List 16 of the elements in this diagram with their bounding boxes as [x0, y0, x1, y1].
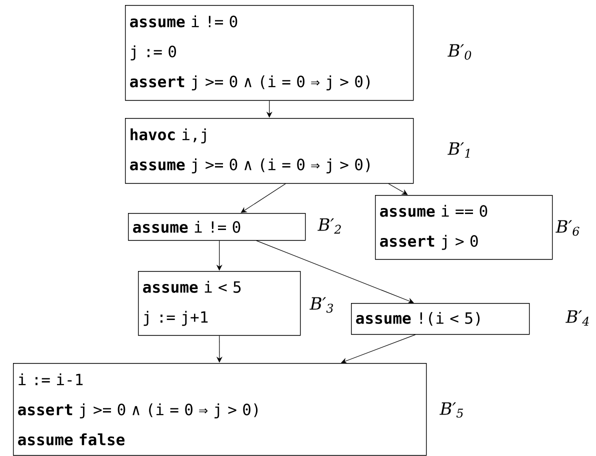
block-label: B′$_{0}$	[448, 44, 472, 60]
code-block: assume i != 0 j := 0 assert j >= 0 ∧ (i = 0 ⇒ j > 0)	[125, 5, 414, 101]
code-block: assume !(i < 5)	[351, 303, 530, 335]
block-label: B′$_{6}$	[556, 220, 580, 236]
code-block: assume i == 0 assert j > 0	[375, 195, 553, 260]
code-block: havoc i,j assume j >= 0 ∧ (i = 0 ⇒ j > 0)	[125, 118, 414, 184]
code-block: assume i < 5 j := j+1	[138, 271, 301, 336]
arrow	[256, 240, 414, 304]
code-block: assume i != 0	[128, 213, 306, 241]
code-block: i := i-1 assert j >= 0 ∧ (i = 0 ⇒ j > 0) assume false	[13, 363, 427, 456]
block-label: B′$_{2}$	[318, 218, 341, 234]
block-label: B′$_{3}$	[310, 297, 333, 313]
block-label: B′$_{4}$	[566, 310, 589, 326]
block-label: B′$_{5}$	[440, 402, 463, 418]
block-label: B′$_{1}$	[448, 142, 470, 158]
arrow	[388, 183, 408, 195]
